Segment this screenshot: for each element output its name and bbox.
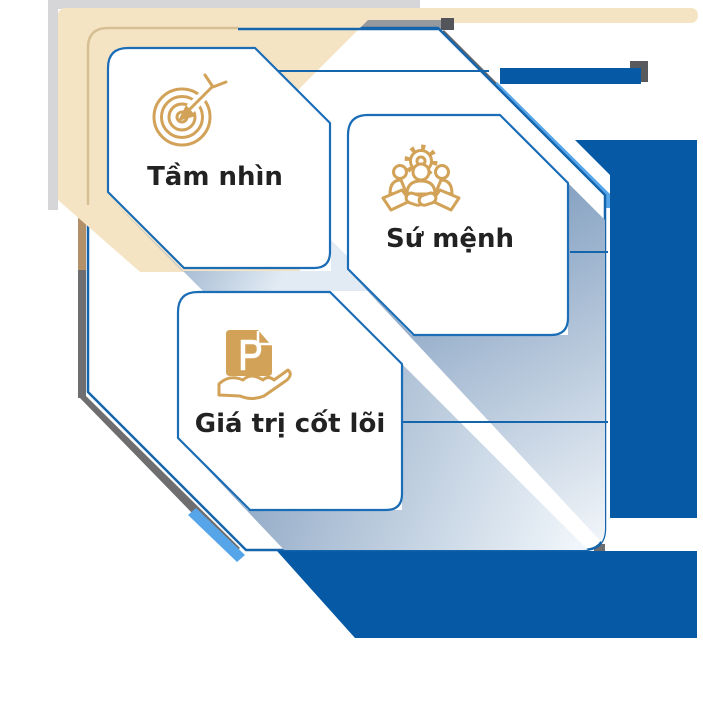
chamfer-blue-band-bottomleft: [188, 508, 245, 562]
mission-card-shadow: [348, 183, 605, 550]
arrow-head: [178, 105, 196, 121]
panel-border-through-beige: [86, 26, 238, 205]
right-person-head: [434, 164, 450, 180]
panel-left-shadow-strip: [78, 270, 86, 398]
bottom-blue-band: [277, 551, 697, 638]
people-handshake-gear-icon: [381, 144, 461, 212]
gray-accent-strip: [285, 20, 443, 29]
document-shape: [226, 330, 272, 376]
panel-bottomright-shadow-bit: [594, 544, 605, 552]
right-blue-block: [575, 140, 697, 518]
arrow-fletching: [203, 73, 228, 89]
values-card[interactable]: Giá trị cốt lõi: [176, 290, 404, 512]
mission-label: Sứ mệnh: [386, 224, 514, 254]
values-label: Giá trị cốt lõi: [195, 408, 386, 439]
open-hand: [217, 368, 292, 400]
center-person-head: [411, 162, 431, 182]
card-shadows: [112, 183, 605, 550]
top-blue-bar: [500, 68, 641, 84]
hand-right: [417, 191, 438, 207]
gear-teeth: [404, 144, 438, 178]
hand-offering-document-icon: [217, 330, 292, 400]
beige-shadow-strip: [78, 214, 86, 272]
vision-card-shape[interactable]: [106, 46, 332, 270]
center-person-body: [405, 179, 437, 196]
document-p-glyph: [240, 339, 262, 371]
vision-label: Tầm nhìn: [147, 161, 283, 192]
left-person-head: [392, 164, 408, 180]
vision-card[interactable]: Tầm nhìn: [106, 46, 332, 270]
target-arrow-icon: [152, 73, 228, 147]
vision-card-shadow: [112, 200, 382, 291]
values-card-shadow: [178, 364, 590, 550]
mission-card[interactable]: Sứ mệnh: [346, 113, 570, 337]
gray-accent-strip-cap: [441, 18, 454, 30]
